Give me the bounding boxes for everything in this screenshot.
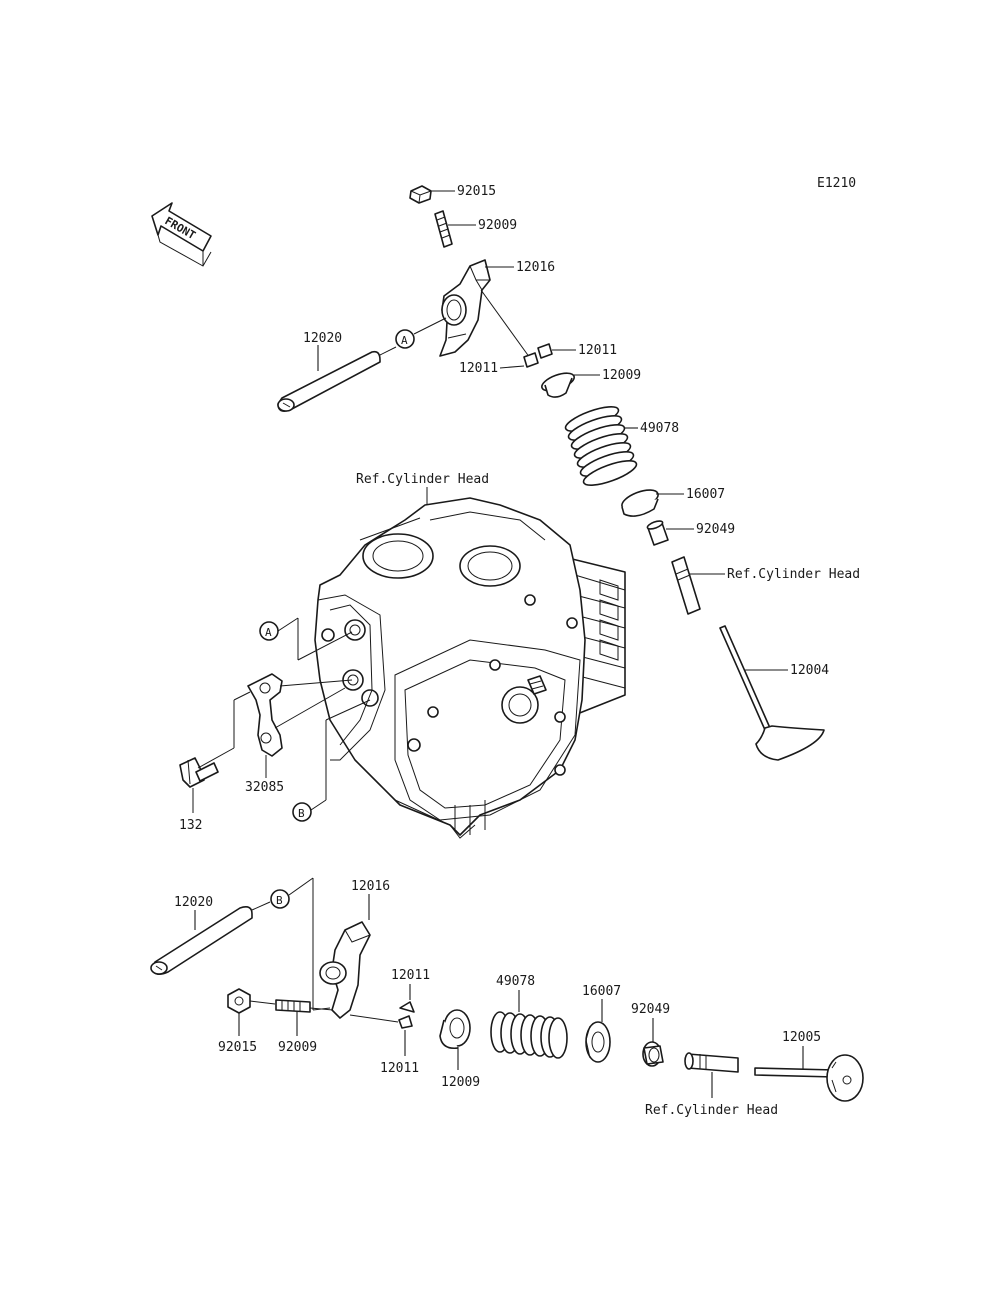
seat-16007-top bbox=[621, 489, 659, 517]
cotter-12011-right bbox=[537, 343, 553, 359]
label-16007-bot: 16007 bbox=[582, 984, 621, 999]
ref-b-bot-letter: B bbox=[276, 894, 283, 907]
label-ref-head-right: Ref.Cylinder Head bbox=[727, 567, 860, 582]
seal-92049-bot bbox=[642, 1041, 664, 1067]
label-12009-bot: 12009 bbox=[441, 1075, 480, 1090]
cylinder-head bbox=[314, 497, 626, 839]
seal-92049-top bbox=[646, 520, 669, 546]
label-12020-top: 12020 bbox=[303, 331, 342, 346]
label-49078-bot: 49078 bbox=[496, 974, 535, 989]
label-12011-left: 12011 bbox=[459, 361, 498, 376]
nut-92015-top bbox=[409, 185, 432, 204]
label-12016-bot: 12016 bbox=[351, 879, 390, 894]
rocker-arm-12016-bot bbox=[319, 921, 371, 1019]
label-ref-head-bot: Ref.Cylinder Head bbox=[645, 1103, 778, 1118]
ref-b-mid-letter: B bbox=[298, 807, 305, 820]
label-92049-bot: 92049 bbox=[631, 1002, 670, 1017]
cotter-12011-left bbox=[523, 352, 539, 368]
label-ref-head-top: Ref.Cylinder Head bbox=[356, 472, 489, 487]
cotter-12011-bot bbox=[398, 1001, 415, 1029]
ref-marker-a-top: A bbox=[395, 329, 415, 349]
valve-guide-top bbox=[671, 556, 701, 615]
shaft-12020-top bbox=[277, 350, 381, 412]
bolt-132 bbox=[179, 757, 219, 788]
valve-12005 bbox=[754, 1054, 864, 1102]
ref-a-mid-letter: A bbox=[265, 626, 272, 639]
rocker-arm-12016-top bbox=[439, 259, 491, 357]
label-12016-top: 12016 bbox=[516, 260, 555, 275]
label-92015-top: 92015 bbox=[457, 184, 496, 199]
label-92049-top: 92049 bbox=[696, 522, 735, 537]
retainer-12009-top bbox=[541, 372, 575, 398]
label-12005: 12005 bbox=[782, 1030, 821, 1045]
ref-marker-a-mid: A bbox=[259, 621, 279, 641]
bracket-32085 bbox=[247, 673, 283, 757]
screw-92009-top bbox=[434, 210, 453, 248]
valve-guide-bot bbox=[684, 1052, 739, 1073]
ref-marker-b-mid: B bbox=[292, 802, 312, 822]
nut-92015-bot bbox=[227, 988, 251, 1014]
label-132: 132 bbox=[179, 818, 202, 833]
label-49078-top: 49078 bbox=[640, 421, 679, 436]
valve-12004 bbox=[719, 625, 825, 761]
retainer-12009-bot bbox=[439, 1009, 471, 1050]
label-12011-bot-top: 12011 bbox=[391, 968, 430, 983]
label-92009-bot: 92009 bbox=[278, 1040, 317, 1055]
shaft-12020-bot bbox=[150, 906, 253, 976]
ref-a-top-letter: A bbox=[401, 334, 408, 347]
label-12011-right: 12011 bbox=[578, 343, 617, 358]
diagram-code: E1210 bbox=[817, 176, 856, 191]
label-12009-top: 12009 bbox=[602, 368, 641, 383]
label-92009-top: 92009 bbox=[478, 218, 517, 233]
spring-49078-bot bbox=[490, 1011, 568, 1059]
label-92015-bot: 92015 bbox=[218, 1040, 257, 1055]
label-12020-bot: 12020 bbox=[174, 895, 213, 910]
spring-49078-top bbox=[564, 406, 638, 486]
label-32085: 32085 bbox=[245, 780, 284, 795]
front-arrow-icon: FRONT bbox=[151, 202, 212, 267]
ref-marker-b-bot: B bbox=[270, 889, 290, 909]
label-12011-bot-bot: 12011 bbox=[380, 1061, 419, 1076]
seat-16007-bot bbox=[585, 1021, 611, 1063]
label-16007-top: 16007 bbox=[686, 487, 725, 502]
label-12004: 12004 bbox=[790, 663, 829, 678]
screw-92009-bot bbox=[275, 999, 311, 1013]
